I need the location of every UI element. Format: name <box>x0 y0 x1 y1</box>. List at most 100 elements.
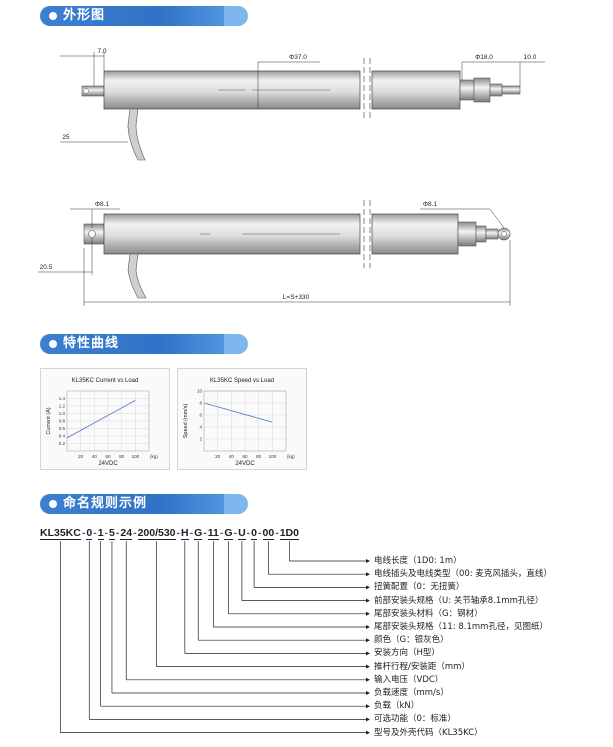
code-separator: - <box>219 527 224 539</box>
legend-item: 型号及外壳代码（KL35KC） <box>374 727 483 738</box>
outline-drawing: 7.0 Φ37.0 Φ18.0 10.0 25 <box>38 48 545 306</box>
legend-item: 可选功能（0：标准） <box>374 714 456 725</box>
bottom-view: Φ8.1 Φ8.1 20.5 L=S+330 <box>38 200 511 306</box>
code-separator: - <box>258 527 262 539</box>
x-tick-label: 20 <box>78 454 84 459</box>
x-tick-label: 60 <box>105 454 111 459</box>
code-segment: 0 <box>251 527 258 540</box>
y-tick-label: 4 <box>199 425 202 430</box>
bullet-icon <box>49 340 57 348</box>
code-segment: G <box>224 527 233 540</box>
chart-title: KL35KC Speed vs Load <box>210 378 274 384</box>
x-tick-label: 80 <box>119 454 125 459</box>
code-segment: H <box>181 527 189 540</box>
code-segment: KL35KC <box>40 527 81 540</box>
code-separator: - <box>233 527 238 539</box>
x-tick-label: 100 <box>132 454 140 459</box>
code-segment: 1D0 <box>279 527 299 540</box>
y-tick-label: 1.2 <box>59 404 66 409</box>
code-separator: - <box>133 527 137 539</box>
x-tick-label: 40 <box>229 454 235 459</box>
legend-item: 尾部安装头材料（G：钢材） <box>374 608 483 619</box>
code-separator: - <box>246 527 251 539</box>
legend-item: 负载速度（mm/s） <box>374 688 449 698</box>
code-segment: 0 <box>86 527 93 540</box>
y-tick-label: 2 <box>199 437 202 442</box>
code-segment: 11 <box>207 527 219 540</box>
plot-frame <box>66 390 150 452</box>
x-axis-label: 24VDC <box>98 461 118 467</box>
arrow-icon <box>366 625 370 629</box>
series-line <box>66 400 136 439</box>
bullet-icon <box>49 500 57 508</box>
legend-item: 前部安装头规格（U: 关节轴承8.1mm孔径） <box>374 595 544 606</box>
y-tick-label: 10 <box>197 389 203 394</box>
code-segment: 00 <box>262 527 275 540</box>
arrow-icon <box>366 585 370 590</box>
legend-item: 扭簧配置（0：无扭簧） <box>374 582 465 593</box>
section-title: 外形图 <box>63 8 106 23</box>
cable <box>127 108 146 161</box>
code-separator: - <box>189 527 194 539</box>
legend-item: 电线长度（1D0: 1m） <box>374 556 462 566</box>
code-segment: U <box>238 527 246 540</box>
plot-frame <box>203 390 287 452</box>
legend-item: 安装方向（H型） <box>374 648 440 659</box>
code-separator: - <box>93 527 97 539</box>
legend-item: 尾部安装头规格（11: 8.1mm孔径，见图纸） <box>374 622 548 632</box>
y-axis-label: Current (A) <box>46 407 52 434</box>
dim-offset: 20.5 <box>40 264 53 271</box>
dim-body-dia: Φ37.0 <box>289 54 307 61</box>
legend-item: 电线插头及电线类型（00: 麦克风插头，直线） <box>374 569 552 580</box>
x-unit-label: (kg) <box>287 454 295 459</box>
dim-left-hole: Φ8.1 <box>95 201 110 208</box>
x-tick-label: 60 <box>242 454 248 459</box>
dim-length: L=S+330 <box>283 294 310 301</box>
section-title: 特性曲线 <box>63 336 120 351</box>
section-title: 命名规则示例 <box>63 496 148 511</box>
arrow-icon <box>366 704 370 709</box>
x-unit-label: (kg) <box>150 454 158 459</box>
series-line <box>203 402 273 423</box>
code-segment: 24 <box>120 527 133 540</box>
bullet-icon <box>49 12 57 20</box>
x-axis-label: 24VDC <box>235 461 255 467</box>
top-view: 7.0 Φ37.0 Φ18.0 10.0 25 <box>60 48 545 161</box>
code-segment: G <box>194 527 203 540</box>
x-tick-label: 40 <box>92 454 98 459</box>
section-header-curves: 特性曲线 <box>40 334 248 354</box>
code-segment: 200/530 <box>137 527 176 540</box>
legend-item: 颜色（G：银灰色） <box>374 635 449 646</box>
y-tick-label: 0.2 <box>59 441 66 446</box>
arrow-icon <box>366 559 370 563</box>
code-separator: - <box>104 527 109 539</box>
arrow-icon <box>366 664 370 669</box>
dim-cable: 25 <box>62 134 70 141</box>
arrow-icon <box>366 730 370 735</box>
code-separator: - <box>81 527 86 539</box>
legend-item: 负载（kN） <box>374 701 420 712</box>
dim-right-hole: Φ8.1 <box>423 201 438 208</box>
dim-left: 7.0 <box>97 48 106 55</box>
y-tick-label: 1.0 <box>59 411 66 416</box>
arrow-icon <box>366 611 370 616</box>
code-separator: - <box>115 527 120 539</box>
y-tick-label: 0.6 <box>59 426 66 431</box>
dim-right: 10.0 <box>524 54 537 61</box>
arrow-icon <box>366 651 370 656</box>
arrow-icon <box>366 691 370 695</box>
dim-rod-dia: Φ18.0 <box>475 54 493 61</box>
x-tick-label: 20 <box>215 454 221 459</box>
model-code: KL35KC-0-1-5-24-200/530-H-G-11-G-U-0-00-… <box>40 527 299 540</box>
arrow-icon <box>366 717 370 722</box>
y-tick-label: 1.4 <box>59 396 66 401</box>
x-tick-label: 80 <box>256 454 262 459</box>
y-tick-label: 6 <box>199 413 202 418</box>
code-separator: - <box>275 527 279 539</box>
section-header-outline: 外形图 <box>40 6 248 26</box>
y-axis-label: Speed (mm/s) <box>183 404 189 439</box>
arrow-icon <box>366 638 370 643</box>
arrow-icon <box>366 572 370 577</box>
